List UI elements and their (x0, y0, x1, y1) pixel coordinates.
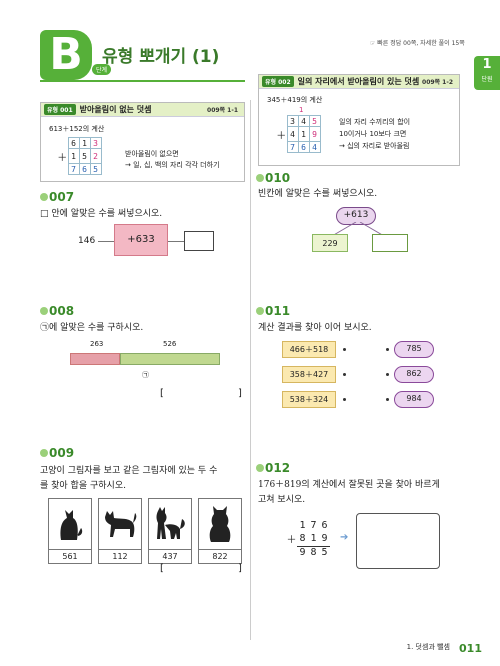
problem-010-number: 010 (256, 171, 290, 185)
problem-008-bar-b (120, 353, 220, 365)
expr-1-dot[interactable] (343, 348, 346, 351)
type-002-problem: 345＋419의 계산 (267, 96, 323, 104)
title-underline (40, 80, 245, 82)
expr-2: 358＋427 (282, 366, 336, 383)
footer-chapter: 1. 덧셈과 뺄셈 (406, 643, 450, 651)
footer-page-number: 011 (459, 642, 482, 655)
answer-reference: ☞ 빠른 정답 00쪽, 자세한 풀이 15쪽 (370, 40, 465, 47)
result-1-dot[interactable] (386, 348, 389, 351)
problem-011-text: 계산 결과를 찾아 이어 보시오. (258, 323, 372, 333)
cat-walking-icon (98, 498, 142, 550)
type-002-header: 유형 002 일의 자리에서 받아올림이 있는 덧셈 009쪽 1-2 (259, 75, 459, 89)
problem-009-text-2: 를 찾아 합을 구하시오. (40, 481, 126, 491)
level-letter-logo: B (40, 30, 92, 80)
type-001-note-2: → 일, 십, 백의 자리 각각 더하기 (125, 161, 220, 169)
type-002-box: 유형 002 일의 자리에서 받아올림이 있는 덧셈 009쪽 1-2 345＋… (258, 74, 460, 166)
problem-007-answer-box[interactable] (184, 231, 214, 251)
problem-008-bracket-left: [ (160, 388, 164, 399)
type-001-ref: 009쪽 1-1 (207, 107, 238, 114)
expr-1: 466＋518 (282, 341, 336, 358)
problem-012-answer-box[interactable] (356, 513, 440, 569)
problem-008-bar-a (70, 353, 120, 365)
unit-number: 1 (482, 57, 492, 72)
result-3: 984 (394, 391, 434, 408)
problem-009-number: 009 (40, 446, 74, 460)
type-001-problem: 613＋152의 계산 (49, 125, 105, 133)
problem-008-label-a: 263 (90, 340, 104, 348)
cat-value-1: 561 (48, 550, 92, 564)
problem-011-number: 011 (256, 304, 290, 318)
problem-009-bracket-left: [ (160, 563, 164, 574)
type-002-carry: 1 (299, 106, 304, 114)
cat-card-2: 112 (98, 498, 142, 564)
problem-012-text-1: 176＋819의 계산에서 잘못된 곳을 찾아 바르게 (258, 480, 440, 490)
cat-value-3: 437 (148, 550, 192, 564)
problem-010-answer-box[interactable] (372, 234, 408, 252)
problem-009-text-1: 고양이 그림자를 보고 같은 그림자에 있는 두 수 (40, 466, 218, 476)
arrow-right-icon: ➔ (340, 532, 349, 543)
type-002-note-2: 10이거나 10보다 크면 (339, 130, 407, 138)
type-002-note-1: 일의 자리 수끼리의 합이 (339, 118, 411, 126)
type-001-note-1: 받아올림이 없으면 (125, 150, 179, 158)
cat-card-4: 822 (198, 498, 242, 564)
result-2-dot[interactable] (386, 373, 389, 376)
type-002-ref: 009쪽 1-2 (422, 79, 453, 86)
problem-008-bracket-right: ] (238, 388, 242, 399)
type-001-title: 받아올림이 없는 덧셈 (79, 105, 152, 114)
cat-sitting-icon (48, 498, 92, 550)
type-002-note-3: → 십의 자리로 받아올림 (339, 142, 410, 150)
result-3-dot[interactable] (386, 398, 389, 401)
cat-value-2: 112 (98, 550, 142, 564)
problem-010-text: 빈칸에 알맞은 수를 써넣으시오. (258, 189, 378, 199)
cat-card-1: 561 (48, 498, 92, 564)
problem-010-arrows (331, 222, 385, 237)
problem-012-number: 012 (256, 461, 290, 475)
level-badge: 단계 (92, 64, 112, 75)
expr-3-dot[interactable] (343, 398, 346, 401)
result-1: 785 (394, 341, 434, 358)
column-divider (250, 100, 251, 640)
problem-009-bracket-right: ] (238, 563, 242, 574)
cat-standing-icon (148, 498, 192, 550)
problem-008-label-b: 526 (163, 340, 177, 348)
problem-008-text: ㉠에 알맞은 수를 구하시오. (40, 323, 144, 333)
problem-007-arrow-2 (168, 241, 184, 242)
type-001-tag: 유형 001 (44, 104, 76, 115)
result-2: 862 (394, 366, 434, 383)
problem-007-text: □ 안에 알맞은 수를 써넣으시오. (40, 209, 163, 219)
problem-008-marker: ㉠ (142, 371, 149, 379)
expr-2-dot[interactable] (343, 373, 346, 376)
type-001-header: 유형 001 받아올림이 없는 덧셈 009쪽 1-1 (41, 103, 244, 117)
expr-3: 538＋324 (282, 391, 336, 408)
problem-008-number: 008 (40, 304, 74, 318)
type-002-title: 일의 자리에서 받아올림이 있는 덧셈 (297, 77, 420, 86)
problem-007-number: 007 (40, 190, 74, 204)
page-title: 유형 뽀개기 (1) (102, 47, 220, 67)
cat-card-3: 437 (148, 498, 192, 564)
problem-007-arrow-1 (98, 241, 114, 242)
problem-010-left-box: 229 (312, 234, 348, 252)
problem-012-text-2: 고쳐 보시오. (258, 495, 306, 505)
problem-007-operator-box: +633 (114, 224, 168, 256)
unit-label: 단원 (481, 76, 493, 83)
problem-009-cats: 561 112 437 822 (48, 498, 242, 564)
unit-tab: 1 단원 (474, 56, 500, 90)
cat-back-icon (198, 498, 242, 550)
problem-007-left: 146 (78, 236, 96, 246)
cat-value-4: 822 (198, 550, 242, 564)
type-001-box: 유형 001 받아올림이 없는 덧셈 009쪽 1-1 613＋152의 계산 … (40, 102, 245, 182)
problem-010-operator-pill: +613 (336, 207, 376, 225)
type-002-tag: 유형 002 (262, 76, 294, 87)
